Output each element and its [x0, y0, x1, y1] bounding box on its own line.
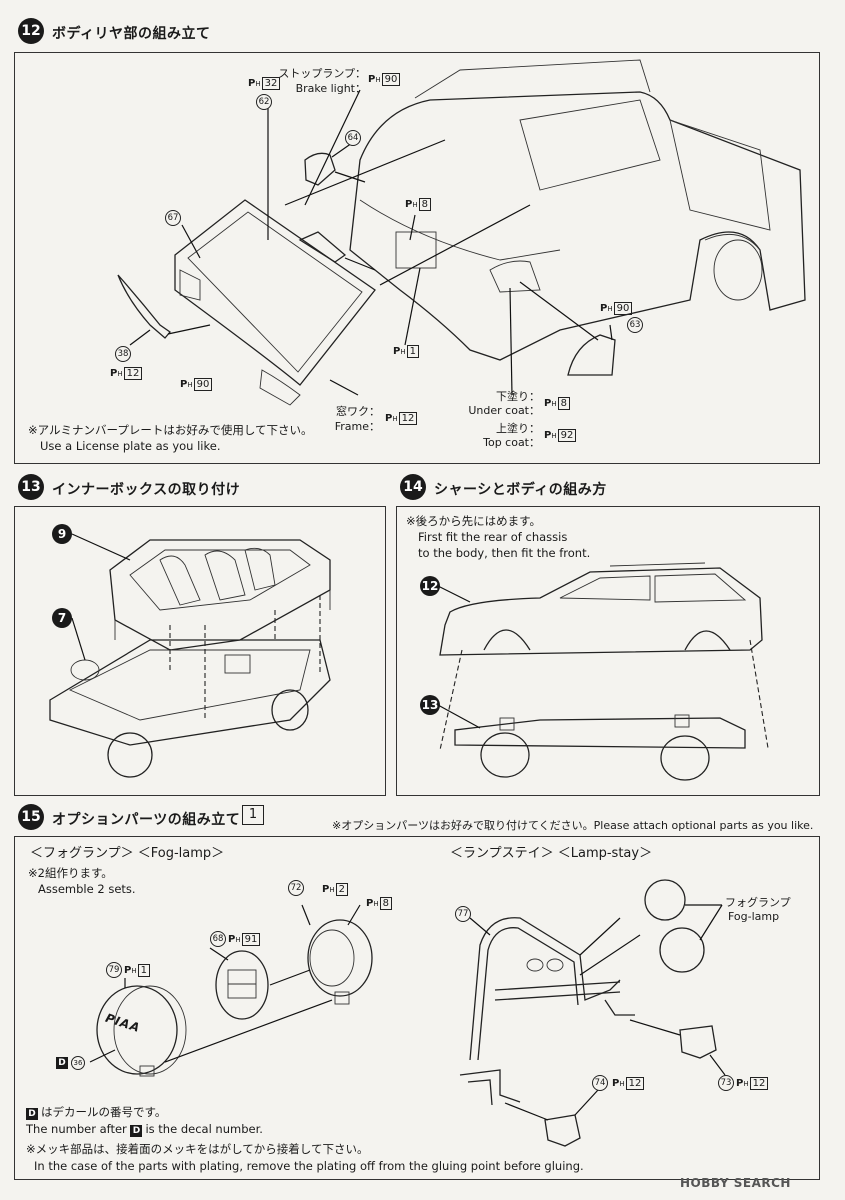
- part-63: 63: [627, 317, 643, 333]
- hobby-search-watermark: HOBBY SEARCH: [680, 1176, 791, 1190]
- chassis-note-en2: to the body, then fit the front.: [418, 546, 591, 560]
- plating-note-en: In the case of the parts with plating, r…: [34, 1159, 584, 1173]
- step-12-title: ボディリヤ部の組み立て: [52, 26, 211, 42]
- step-12-illustration: [117, 59, 806, 406]
- undercoat-en: Under coat：: [468, 404, 540, 417]
- step-13-title: インナーボックスの取り付け: [52, 482, 241, 498]
- step-12-frame: [14, 52, 820, 464]
- part-68: 68: [210, 931, 226, 947]
- part-7-marker: 7: [52, 608, 72, 628]
- step-13-illustration: [49, 533, 331, 778]
- frame-en: Frame：: [334, 420, 380, 433]
- step-14-frame: [396, 506, 820, 796]
- part-9-marker: 9: [52, 524, 72, 544]
- foglamp-en: Fog-lamp: [728, 910, 780, 923]
- chassis-note-en1: First fit the rear of chassis: [418, 530, 568, 544]
- topcoat-en: Top coat：: [483, 436, 540, 449]
- sets-note-ja: ※2組作ります。: [28, 866, 113, 880]
- step-15-title: オプションパーツの組み立て: [52, 812, 241, 828]
- part-62: 62: [256, 94, 272, 110]
- foglamp-title: ＜フォグランプ＞ ＜Fog-lamp＞: [30, 846, 225, 861]
- step-14-illustration: [437, 562, 769, 781]
- chassis-note-ja: ※後ろから先にはめます。: [406, 514, 541, 528]
- brake-light-label-ja: ストップランプ：: [278, 67, 366, 80]
- part-13-marker: 13: [420, 695, 440, 715]
- step-15-frame: [14, 836, 820, 1180]
- brake-light-label-en: Brake light：: [295, 82, 366, 95]
- topcoat-ja: 上塗り：: [496, 422, 540, 435]
- part-72: 72: [288, 880, 304, 896]
- part-64: 64: [345, 130, 361, 146]
- plating-note-ja: ※メッキ部品は、接着面のメッキをはがしてから接着して下さい。: [26, 1142, 369, 1156]
- decal-36-number: 36: [71, 1056, 85, 1070]
- step-13-frame: [14, 506, 386, 796]
- step-15-number: 15: [18, 804, 44, 830]
- step-13-number: 13: [18, 474, 44, 500]
- sets-note-en: Assemble 2 sets.: [38, 882, 136, 896]
- part-77: 77: [455, 906, 471, 922]
- license-note-ja: ※アルミナンバープレートはお好みで使用して下さい。: [28, 423, 313, 437]
- undercoat-ja: 下塗り：: [496, 390, 540, 403]
- frame-ja: 窓ワク：: [336, 405, 380, 418]
- step-14-title: シャーシとボディの組み方: [434, 482, 607, 498]
- part-79: 79: [106, 962, 122, 978]
- step-12-number: 12: [18, 18, 44, 44]
- lampstay-title: ＜ランプステイ＞ ＜Lamp-stay＞: [450, 846, 653, 861]
- part-12-marker: 12: [420, 576, 440, 596]
- optional-note: ※オプションパーツはお好みで取り付けてください。Please attach op…: [332, 819, 814, 832]
- step-14-number: 14: [400, 474, 426, 500]
- part-38: 38: [115, 346, 131, 362]
- foglamp-ja: フォグランプ: [725, 896, 791, 909]
- part-67: 67: [165, 210, 181, 226]
- part-73: 73: [718, 1075, 734, 1091]
- part-74: 74: [592, 1075, 608, 1091]
- step-15-box: 1: [242, 805, 264, 825]
- license-note-en: Use a License plate as you like.: [40, 439, 221, 453]
